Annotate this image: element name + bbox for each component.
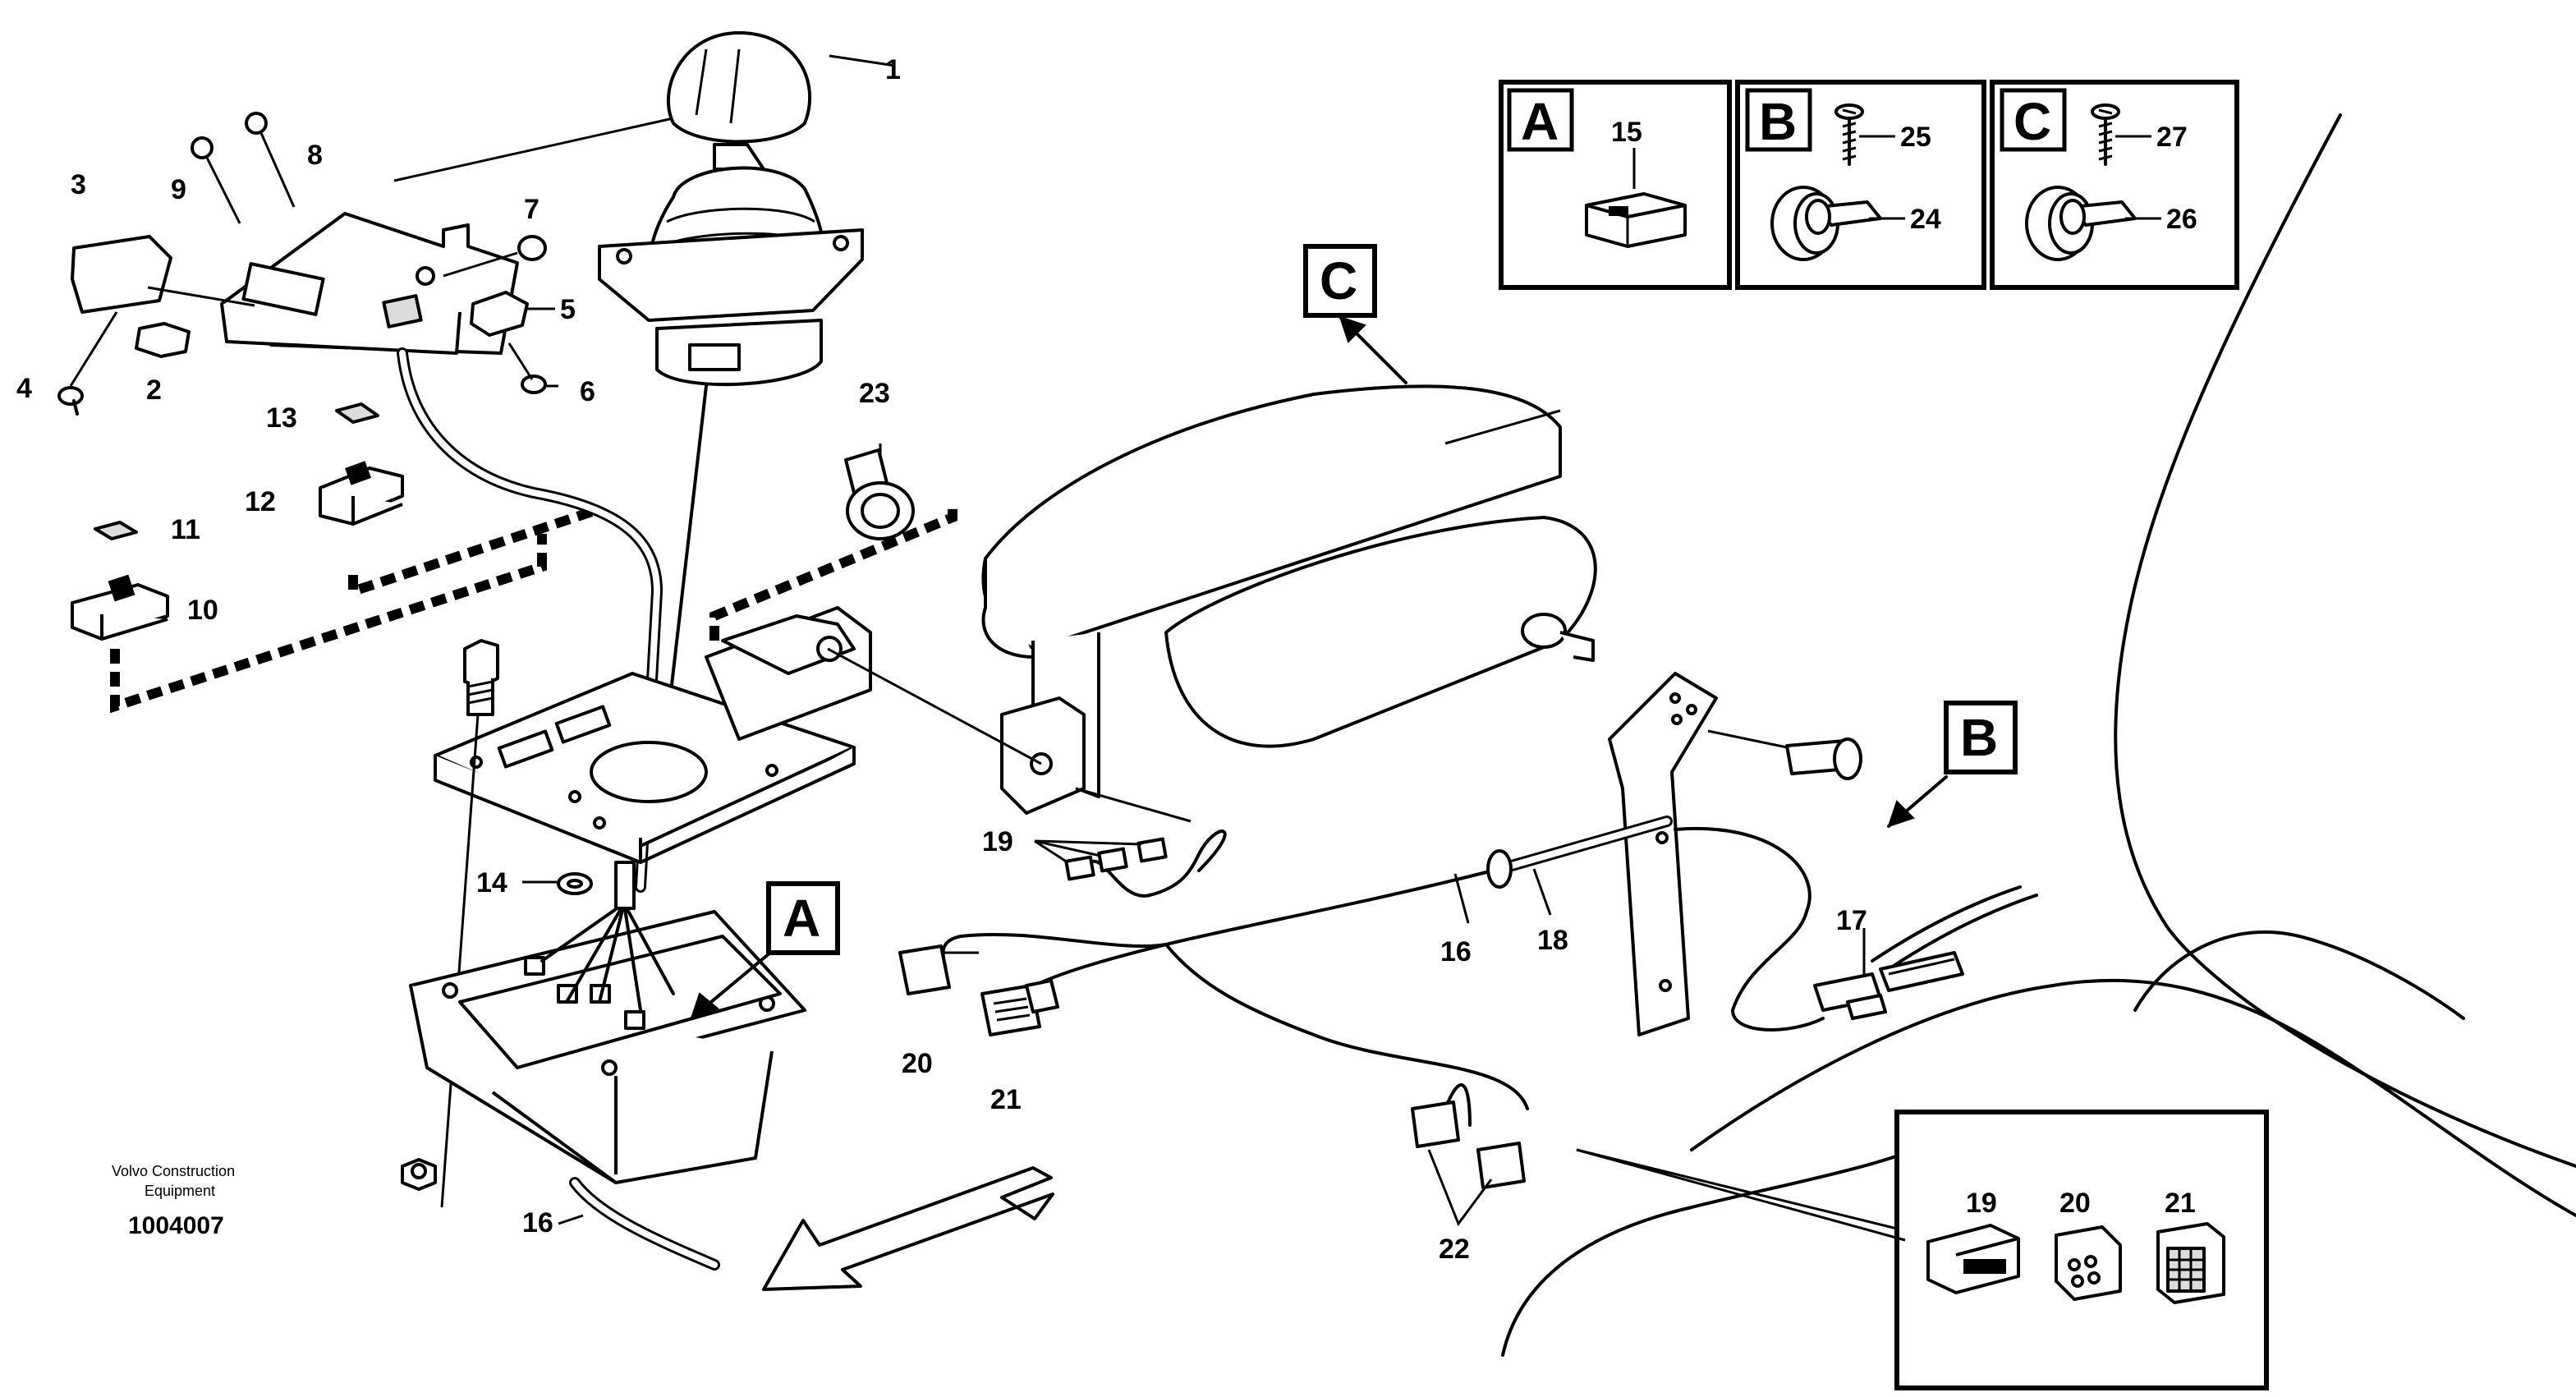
callout-1: 1 (885, 54, 901, 85)
connector-item-20 (898, 944, 979, 995)
connector-item-21 (980, 979, 1059, 1036)
screw-item-8 (245, 112, 296, 208)
callout-4: 4 (16, 373, 32, 404)
callout-13: 13 (266, 402, 297, 434)
screw-item-4 (57, 311, 118, 416)
view-marker-b: B (1887, 701, 2018, 828)
callout-21-inset: 21 (2165, 1188, 2196, 1219)
washer-item-14 (522, 872, 593, 895)
callout-17: 17 (1836, 905, 1867, 936)
switch-item-10 (71, 574, 169, 641)
callout-19: 19 (982, 826, 1013, 857)
harness-main (926, 871, 1488, 975)
connector-15-icon (1585, 192, 1687, 248)
callout-16-main: 16 (1440, 936, 1472, 967)
inset-letter-c: C (2014, 92, 2051, 151)
callout-14: 14 (476, 867, 507, 898)
screw-27-icon (2091, 103, 2120, 166)
harness-route-c (709, 501, 957, 641)
callout-23: 23 (859, 378, 890, 409)
harness-route-b (110, 534, 547, 714)
callout-9: 9 (171, 174, 186, 205)
connector-item-22 (1411, 1101, 1526, 1227)
callout-7: 7 (524, 194, 540, 225)
callout-16-lower: 16 (522, 1207, 553, 1238)
inset-detail-b: B 25 24 (1735, 80, 1986, 290)
mounting-plate (434, 606, 872, 864)
cap-item-13 (335, 402, 379, 424)
screw-25-icon (1834, 103, 1864, 166)
inset-detail-a: A 15 (1499, 80, 1732, 290)
screw-item-6 (507, 342, 558, 394)
callout-21: 21 (990, 1084, 1022, 1115)
control-cover (220, 212, 519, 355)
harness-route-a (348, 504, 601, 599)
callout-27: 27 (2156, 122, 2188, 153)
callout-3: 3 (71, 169, 86, 200)
knob-item-3 (71, 235, 172, 314)
cab-outline (1501, 113, 2576, 1357)
document-number: 1004007 (128, 1212, 224, 1239)
connector-item-19 (1034, 837, 1168, 881)
callout-26: 26 (2166, 204, 2197, 235)
callout-20: 20 (902, 1048, 933, 1079)
armrest (981, 384, 1597, 798)
cap-item-11 (94, 521, 138, 540)
inset-detail-c: C 27 26 (1990, 80, 2239, 290)
manufacturer-line-1: Volvo Construction (112, 1163, 235, 1179)
inset-connectors: 19 20 21 (1576, 1110, 2269, 1390)
view-marker-c: C (1303, 244, 1407, 384)
callout-24: 24 (1910, 204, 1941, 235)
callout-5: 5 (560, 294, 576, 325)
grommet-26-icon (2025, 186, 2137, 261)
callout-25: 25 (1900, 122, 1931, 153)
callout-10: 10 (187, 595, 218, 626)
callout-20-inset: 20 (2059, 1188, 2091, 1219)
connector-21-icon (2156, 1222, 2225, 1304)
connector-item-17 (1813, 928, 1964, 1020)
clip-item-2 (135, 322, 191, 358)
direction-arrow-icon (762, 1166, 1054, 1291)
callout-12: 12 (245, 486, 276, 517)
grommet-24-icon (1770, 186, 1882, 261)
callout-19-inset: 19 (1966, 1188, 1997, 1219)
bolt-bracket (1707, 729, 1862, 780)
lower-housing (409, 861, 806, 1271)
switch-item-12 (319, 461, 404, 526)
inset-letter-b: B (1759, 92, 1797, 151)
joystick-item-1 (598, 31, 896, 815)
connector-19-icon (1926, 1224, 2020, 1294)
callout-22: 22 (1439, 1234, 1470, 1265)
callout-2: 2 (146, 375, 162, 406)
view-letter-a: A (783, 889, 820, 948)
callout-18: 18 (1537, 925, 1568, 956)
view-letter-b: B (1960, 708, 1998, 767)
view-letter-c: C (1320, 251, 1357, 310)
nut-bottom (401, 1158, 437, 1191)
view-marker-a: A (690, 881, 840, 1020)
inset-letter-a: A (1521, 92, 1559, 151)
bracket-item-18 (1608, 672, 1718, 1036)
bolt-top (440, 639, 499, 1208)
manufacturer-line-2: Equipment (145, 1183, 215, 1199)
connector-20-icon (2055, 1225, 2122, 1301)
clamp-item-23 (844, 443, 915, 540)
callout-6: 6 (580, 376, 595, 407)
switch-item-5 (470, 291, 555, 337)
callout-8: 8 (307, 140, 323, 171)
callout-11: 11 (171, 514, 200, 545)
bolt-item-7 (443, 235, 547, 278)
callout-15: 15 (1611, 117, 1642, 148)
bracket-left-arm (827, 647, 1086, 815)
screw-item-9 (191, 136, 241, 224)
